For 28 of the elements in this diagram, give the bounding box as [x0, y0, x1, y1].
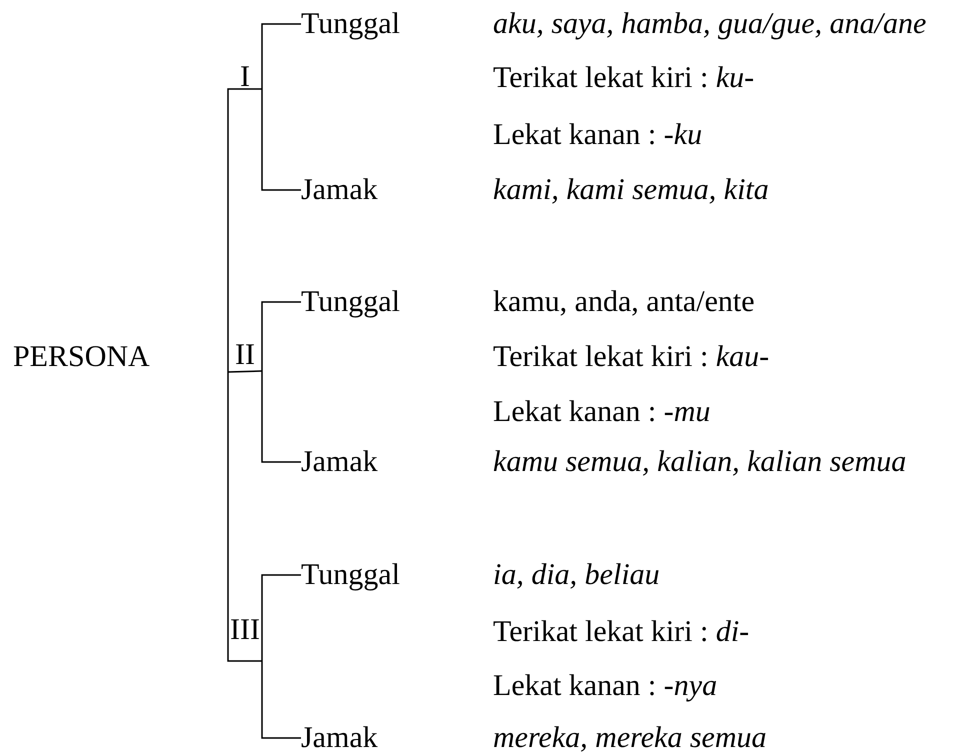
pronoun-description: Lekat kanan : -mu: [493, 394, 710, 430]
pronoun-description: mereka, mereka semua: [493, 720, 767, 755]
pronoun-description: kami, kami semua, kita: [493, 172, 769, 208]
pronoun-description: Lekat kanan : -ku: [493, 117, 702, 153]
category-label: Jamak: [301, 720, 378, 755]
pronoun-description: aku, saya, hamba, gua/gue, ana/ane: [493, 6, 926, 42]
pronoun-description: kamu, anda, anta/ente: [493, 284, 755, 320]
pronoun-description: Terikat lekat kiri : di-: [493, 614, 750, 650]
category-label: Tunggal: [301, 284, 400, 320]
group-label: I: [228, 59, 262, 95]
root-label: PERSONA: [13, 339, 150, 375]
category-label: Tunggal: [301, 6, 400, 42]
group-label: III: [228, 612, 262, 648]
pronoun-description: ia, dia, beliau: [493, 557, 660, 593]
branch-line: [261, 661, 301, 739]
category-label: Tunggal: [301, 557, 400, 593]
pronoun-description: Terikat lekat kiri : kau-: [493, 339, 770, 375]
category-label: Jamak: [301, 172, 378, 208]
branch-line: [261, 574, 301, 661]
pronoun-description: kamu semua, kalian, kalian semua: [493, 444, 906, 480]
pronoun-description: Terikat lekat kiri : ku-: [493, 60, 754, 96]
category-label: Jamak: [301, 444, 378, 480]
branch-line: [261, 371, 301, 463]
group-label: II: [228, 337, 262, 373]
branch-line: [261, 301, 301, 371]
branch-line: [261, 89, 301, 191]
pronoun-description: Lekat kanan : -nya: [493, 668, 718, 704]
branch-line: [261, 23, 301, 89]
